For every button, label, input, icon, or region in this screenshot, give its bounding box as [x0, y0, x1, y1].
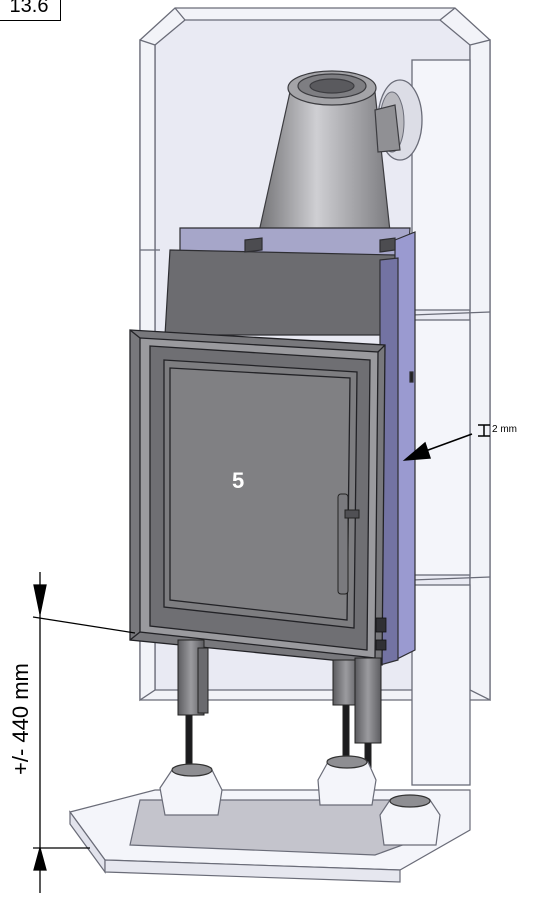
- figure-corner-label: 13.6: [0, 0, 61, 21]
- door-handle: [337, 493, 360, 595]
- gap-dimension-label: 2 mm: [492, 424, 517, 435]
- fireplace-body: [164, 227, 416, 666]
- height-dimension-label: +/- 440 mm: [8, 663, 33, 775]
- gap-arrow: [402, 424, 490, 461]
- part-number-label: 5: [232, 468, 244, 493]
- height-dimension: [32, 572, 136, 893]
- feet: [159, 755, 441, 846]
- door-frame: [129, 329, 386, 666]
- door-hinges: [375, 617, 387, 651]
